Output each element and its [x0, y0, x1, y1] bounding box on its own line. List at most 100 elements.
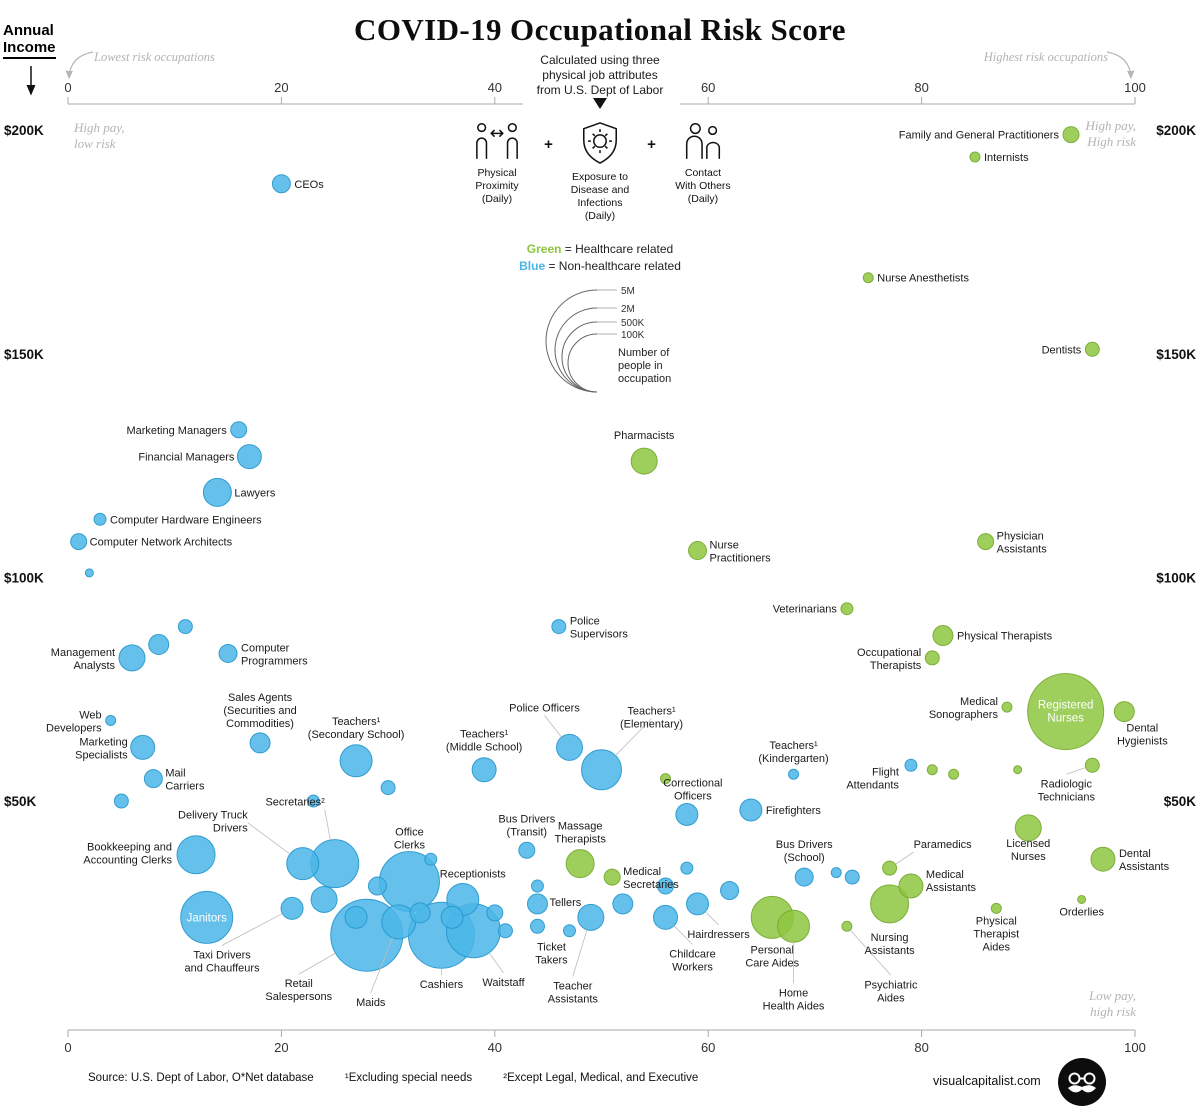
bubble-unlabeled [148, 633, 170, 655]
bubble-label-medical-assistants: Assistants [926, 882, 977, 894]
bubble-computer-hardware-engineers [93, 512, 107, 526]
bubble-teachers-kindergarten [788, 768, 800, 780]
bubble-label-correctional-officers: Officers [674, 790, 712, 802]
bubble-label-dental-assistants: Assistants [1119, 861, 1170, 873]
bubble-label-nursing-assistants: Nursing [871, 932, 909, 944]
bubble-sales-agents-securities-and-commodities [249, 732, 271, 754]
bubble-police-officers [555, 733, 583, 761]
bubble-unlabeled [657, 877, 675, 895]
bubble-unlabeled [380, 780, 396, 796]
bubble-label-teacher-assistants: Assistants [548, 993, 599, 1005]
bubble-label-physical-therapists: Physical Therapists [957, 631, 1053, 643]
bubble-unlabeled [409, 902, 431, 924]
y-tick-label-left: $100K [4, 570, 44, 585]
legend-green-word: Green [526, 242, 562, 256]
bubble-label-childcare-workers: Childcare [669, 948, 715, 960]
legend-nonhealthcare-row: Blue = Non-healthcare related [400, 258, 800, 275]
attribute-contact-others: Contact With Others (Daily) [656, 120, 750, 223]
label-leader [247, 822, 291, 855]
legend-blue-word: Blue [519, 259, 546, 273]
bubble-label-office-clerks: Clerks [394, 840, 426, 852]
bubble-label-police-supervisors: Police [570, 616, 600, 628]
physical-proximity-icon [476, 122, 518, 160]
bubble-family-and-general-practitioners [1062, 126, 1080, 144]
bubble-label-mail-carriers: Carriers [165, 781, 205, 793]
label-leader [221, 913, 283, 946]
size-legend-arc [545, 289, 598, 393]
bubble-label-paramedics: Paramedics [914, 839, 973, 851]
x-tick-label: 40 [488, 80, 502, 95]
y-tick-label-left: $200K [4, 123, 44, 138]
note-high-pay-low-risk: High pay, low risk [74, 120, 125, 151]
bubble-physical-therapist-aides [990, 902, 1002, 914]
bubble-licensed-nurses [1014, 814, 1042, 842]
bubble-label-radiologic-technicians: Radiologic [1041, 778, 1093, 790]
plus-sign: + [647, 136, 656, 153]
bubble-ceos [271, 174, 291, 194]
bubble-physician-assistants [977, 533, 995, 551]
subtitle-pointer [593, 98, 607, 109]
bubble-label-secretaries: Secretaries² [265, 797, 325, 809]
bubble-unlabeled [680, 861, 694, 875]
bubble-dental-assistants [1090, 846, 1116, 872]
x-tick-label: 100 [1124, 1040, 1146, 1055]
chart-title: COVID-19 Occupational Risk Score [354, 12, 846, 47]
bubble-unlabeled [660, 773, 672, 785]
bubble-label-bus-drivers-transit: Bus Drivers [498, 813, 555, 825]
bubble-label-retail-salespersons: Retail [285, 978, 313, 990]
bubble-computer-network-architects [70, 533, 88, 551]
bubble-label-licensed-nurses: Nurses [1011, 851, 1046, 863]
bubble-nurse-practitioners [688, 541, 708, 561]
attributes-row: Physical Proximity (Daily) + Exposure to… [450, 120, 750, 223]
bubble-label-sales-agents-securities-and-commodities: (Securities and [223, 705, 296, 717]
bubble-label-bus-drivers-school: (School) [784, 852, 825, 864]
legend-blue-text: = Non-healthcare related [545, 259, 681, 273]
bubble-unlabeled [486, 904, 504, 922]
label-leader [370, 937, 393, 993]
y-tick-label-right: $100K [1156, 570, 1196, 585]
disease-exposure-icon [582, 122, 617, 164]
bubble-label-police-officers: Police Officers [509, 702, 580, 714]
bubble-label-flight-attendants: Flight [872, 766, 899, 778]
bubble-orderlies [1077, 894, 1087, 904]
bubble-ticket-takers [529, 918, 545, 934]
bubble-medical-sonographers [1001, 701, 1013, 713]
bubble-label-tellers: Tellers [549, 897, 581, 909]
label-leader [895, 851, 914, 865]
plus-sign: + [544, 136, 553, 153]
footnote-2: ²Except Legal, Medical, and Executive [503, 1072, 699, 1084]
bubble-financial-managers [236, 444, 262, 470]
bubble-label-physician-assistants: Assistants [997, 544, 1048, 556]
attribute-label: Physical Proximity (Daily) [475, 167, 519, 205]
bubble-bus-drivers-school [794, 867, 814, 887]
bubble-label-janitors: Janitors [187, 912, 228, 924]
bubble-childcare-workers [653, 904, 679, 930]
bubble-psychiatric-aides [841, 920, 853, 932]
bubble-home-health-aides [777, 909, 811, 943]
bubble-unlabeled [948, 768, 960, 780]
x-tick-label: 60 [701, 80, 715, 95]
bubble-unlabeled [84, 568, 94, 578]
bubble-label-dental-assistants: Dental [1119, 848, 1151, 860]
bubble-mail-carriers [143, 769, 163, 789]
subtitle-line: from U.S. Dept of Labor [536, 83, 664, 97]
bubble-veterinarians [840, 602, 854, 616]
bubble-label-teachers-kindergarten: Teachers¹ [769, 740, 818, 752]
bubble-internists [969, 151, 981, 163]
bubble-label-marketing-specialists: Marketing [79, 736, 127, 748]
y-tick-label-left: $50K [4, 794, 37, 809]
bubble-label-teacher-assistants: Teacher [553, 980, 592, 992]
bubble-label-retail-salespersons: Salespersons [265, 991, 332, 1003]
bubble-unlabeled [497, 923, 513, 939]
note-low-pay-high-risk: Low pay, high risk [1089, 988, 1136, 1019]
bubble-label-hairdressers: Hairdressers [687, 929, 750, 941]
bubble-taxi-drivers-and-chauffeurs [280, 896, 304, 920]
label-leader [705, 911, 719, 926]
x-tick-label: 40 [488, 1040, 502, 1055]
bubble-unlabeled [844, 869, 860, 885]
bubble-label-medical-secretaries: Medical [623, 866, 661, 878]
bubble-label-registered-nurses: Registered [1038, 700, 1094, 712]
bubble-label-registered-nurses: Nurses [1047, 713, 1084, 725]
bubble-label-physician-assistants: Physician [997, 531, 1044, 543]
